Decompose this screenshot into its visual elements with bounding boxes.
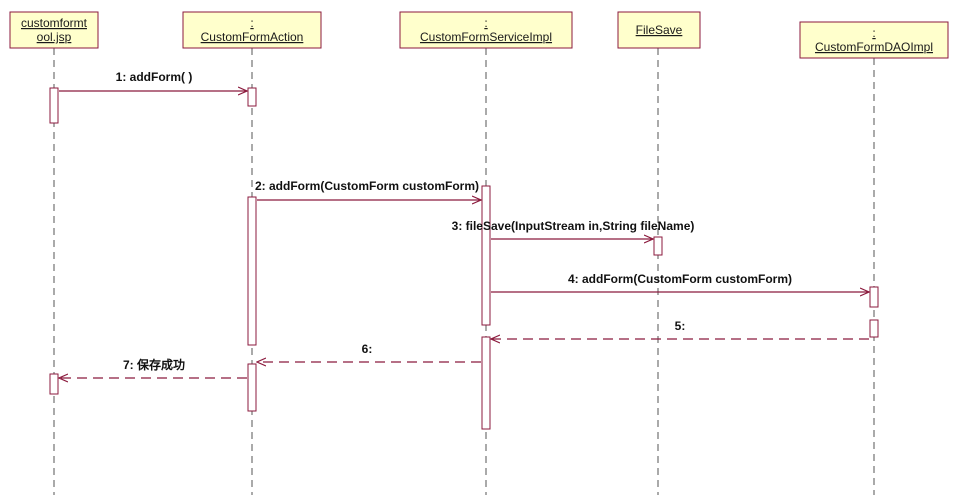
- message-6[interactable]: 6:: [257, 342, 481, 362]
- message-4[interactable]: 4: addForm(CustomForm customForm): [491, 272, 869, 292]
- activation-bar: [869, 319, 879, 338]
- object-name: FileSave: [636, 23, 683, 37]
- object-box-service: [399, 11, 573, 49]
- object-prefix: :: [250, 16, 253, 30]
- activation-bar: [247, 87, 257, 107]
- message-label: 7: 保存成功: [123, 357, 185, 372]
- message-label: 5:: [675, 319, 686, 333]
- object-name: CustomFormAction: [201, 30, 304, 44]
- message-label: 4: addForm(CustomForm customForm): [568, 272, 792, 286]
- message-3[interactable]: 3: fileSave(InputStream in,String fileNa…: [452, 219, 695, 239]
- object-name: CustomFormDAOImpl: [815, 40, 933, 54]
- activation-bar: [869, 286, 879, 308]
- message-label: 2: addForm(CustomForm customForm): [255, 179, 479, 193]
- object-box-filesave: [617, 11, 701, 49]
- object-prefix: :: [484, 16, 487, 30]
- object-name: ool.jsp: [37, 30, 72, 44]
- message-1[interactable]: 1: addForm( ): [59, 70, 247, 91]
- activation-bar: [481, 185, 491, 326]
- object-action[interactable]: :CustomFormAction: [182, 11, 322, 49]
- activation-bar: [49, 87, 59, 124]
- message-2[interactable]: 2: addForm(CustomForm customForm): [255, 179, 481, 200]
- object-box-dao: [799, 21, 949, 59]
- activation-bar: [49, 373, 59, 395]
- object-box-jsp: [9, 11, 99, 49]
- object-dao[interactable]: :CustomFormDAOImpl: [799, 21, 949, 59]
- message-label: 6:: [362, 342, 373, 356]
- object-name: customformt: [21, 16, 88, 30]
- activation-bar: [653, 236, 663, 256]
- message-label: 3: fileSave(InputStream in,String fileNa…: [452, 219, 695, 233]
- activation-bar: [247, 196, 257, 346]
- activation-bar: [247, 363, 257, 412]
- object-service[interactable]: :CustomFormServiceImpl: [399, 11, 573, 49]
- object-prefix: :: [872, 26, 875, 40]
- object-filesave[interactable]: FileSave: [617, 11, 701, 49]
- message-7[interactable]: 7: 保存成功: [59, 357, 247, 378]
- message-label: 1: addForm( ): [116, 70, 193, 84]
- activation-bar: [481, 336, 491, 430]
- message-5[interactable]: 5:: [491, 319, 869, 339]
- object-box-action: [182, 11, 322, 49]
- object-name: CustomFormServiceImpl: [420, 30, 552, 44]
